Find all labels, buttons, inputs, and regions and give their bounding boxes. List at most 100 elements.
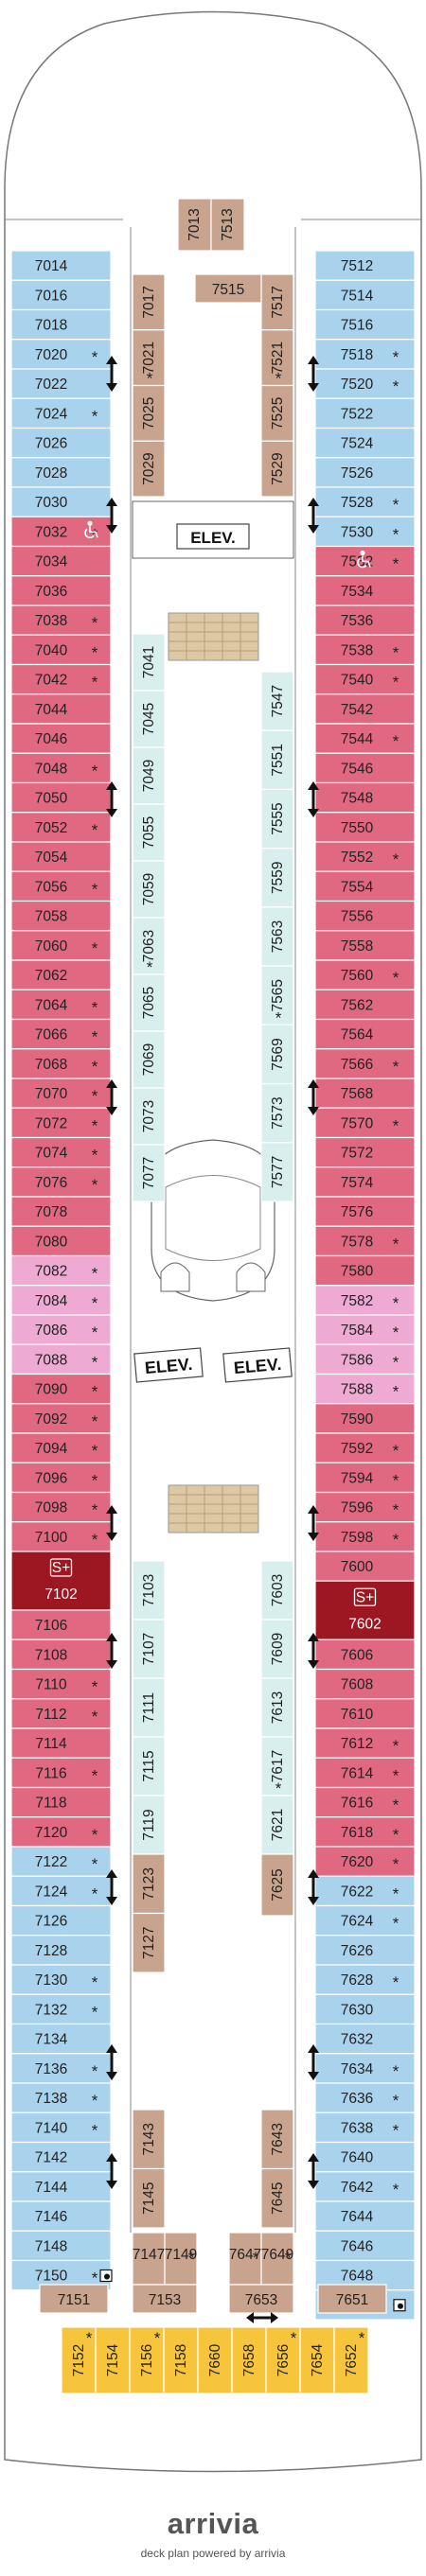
cabin-7573[interactable]: 7573 — [260, 1082, 294, 1144]
cabin-7126[interactable]: 7126 — [10, 1904, 112, 1936]
cabin-7055[interactable]: 7055 — [132, 803, 166, 862]
cabin-7112[interactable]: 7112* — [10, 1698, 112, 1729]
cabin-7020[interactable]: 7020* — [10, 339, 112, 370]
cabin-7520[interactable]: 7520* — [314, 368, 416, 399]
cabin-7613[interactable]: 7613 — [260, 1677, 294, 1738]
cabin-7559[interactable]: 7559 — [260, 848, 294, 908]
cabin-7028[interactable]: 7028 — [10, 457, 112, 488]
cabin-7111[interactable]: 7111 — [132, 1677, 166, 1738]
cabin-7576[interactable]: 7576 — [314, 1196, 416, 1227]
cabin-7029[interactable]: 7029 — [132, 440, 166, 498]
cabin-7036[interactable]: 7036 — [10, 575, 112, 606]
cabin-7088[interactable]: 7088* — [10, 1343, 112, 1376]
cabin-7148[interactable]: 7148 — [10, 2230, 112, 2262]
cabin-7608[interactable]: 7608 — [314, 1668, 416, 1700]
cabin-7640[interactable]: 7640 — [314, 2141, 416, 2173]
cabin-7103[interactable]: 7103 — [132, 1560, 166, 1621]
cabin-7578[interactable]: 7578* — [314, 1225, 416, 1257]
cabin-7158[interactable]: 7158 — [163, 2326, 199, 2394]
cabin-7134[interactable]: 7134 — [10, 2023, 112, 2055]
cabin-7656[interactable]: 7656* — [265, 2326, 301, 2394]
cabin-7602[interactable]: S+7602 — [314, 1580, 416, 1640]
cabin-7034[interactable]: 7034 — [10, 545, 112, 577]
cabin-7123[interactable]: 7123 — [132, 1853, 166, 1915]
cabin-7058[interactable]: 7058 — [10, 900, 112, 932]
cabin-7118[interactable]: 7118 — [10, 1786, 112, 1818]
cabin-7572[interactable]: 7572 — [314, 1136, 416, 1168]
cabin-7056[interactable]: 7056* — [10, 870, 112, 902]
cabin-7146[interactable]: 7146 — [10, 2200, 112, 2232]
cabin-7153[interactable]: 7153 — [132, 2284, 198, 2314]
cabin-7522[interactable]: 7522 — [314, 397, 416, 429]
cabin-7620[interactable]: 7620* — [314, 1846, 416, 1877]
cabin-7529[interactable]: 7529 — [260, 440, 294, 498]
cabin-7045[interactable]: 7045 — [132, 690, 166, 748]
cabin-7127[interactable]: 7127 — [132, 1912, 166, 1973]
cabin-7102[interactable]: S+7102 — [10, 1551, 112, 1611]
cabin-7094[interactable]: 7094* — [10, 1432, 112, 1463]
cabin-7022[interactable]: 7022 — [10, 368, 112, 399]
cabin-7076[interactable]: 7076* — [10, 1166, 112, 1198]
cabin-7143[interactable]: 7143 — [132, 2109, 166, 2170]
cabin-7018[interactable]: 7018 — [10, 308, 112, 341]
cabin-7138[interactable]: 7138* — [10, 2082, 112, 2113]
cabin-7147[interactable]: 7147 — [132, 2232, 166, 2286]
cabin-7586[interactable]: 7586* — [314, 1343, 416, 1376]
cabin-7517[interactable]: 7517 — [260, 273, 294, 331]
cabin-7577[interactable]: 7577 — [260, 1142, 294, 1202]
cabin-7536[interactable]: 7536 — [314, 605, 416, 636]
cabin-7518[interactable]: 7518* — [314, 339, 416, 370]
cabin-7077[interactable]: 7077 — [132, 1144, 166, 1202]
cabin-7140[interactable]: 7140* — [10, 2112, 112, 2144]
cabin-7073[interactable]: 7073 — [132, 1087, 166, 1146]
cabin-7142[interactable]: 7142 — [10, 2141, 112, 2173]
cabin-7060[interactable]: 7060* — [10, 930, 112, 961]
cabin-7132[interactable]: 7132* — [10, 1993, 112, 2025]
cabin-7658[interactable]: 7658 — [231, 2326, 267, 2394]
cabin-7630[interactable]: 7630 — [314, 1993, 416, 2025]
cabin-7609[interactable]: 7609 — [260, 1619, 294, 1679]
cabin-7622[interactable]: 7622* — [314, 1875, 416, 1907]
cabin-7074[interactable]: 7074* — [10, 1136, 112, 1168]
cabin-7072[interactable]: 7072* — [10, 1107, 112, 1139]
cabin-7078[interactable]: 7078 — [10, 1196, 112, 1227]
cabin-7049[interactable]: 7049 — [132, 746, 166, 805]
cabin-7017[interactable]: 7017 — [132, 273, 166, 331]
cabin-7584[interactable]: 7584* — [314, 1314, 416, 1345]
cabin-7516[interactable]: 7516 — [314, 308, 416, 341]
cabin-7064[interactable]: 7064* — [10, 989, 112, 1021]
cabin-7145[interactable]: 7145 — [132, 2167, 166, 2229]
cabin-7614[interactable]: 7614* — [314, 1757, 416, 1789]
cabin-7552[interactable]: 7552* — [314, 841, 416, 872]
cabin-7098[interactable]: 7098* — [10, 1491, 112, 1523]
cabin-7514[interactable]: 7514 — [314, 279, 416, 311]
cabin-7590[interactable]: 7590 — [314, 1403, 416, 1434]
cabin-7588[interactable]: 7588* — [314, 1373, 416, 1405]
cabin-7598[interactable]: 7598* — [314, 1521, 416, 1552]
cabin-7524[interactable]: 7524 — [314, 427, 416, 459]
cabin-7042[interactable]: 7042* — [10, 663, 112, 695]
cabin-7069[interactable]: 7069 — [132, 1030, 166, 1089]
cabin-7569[interactable]: 7569 — [260, 1024, 294, 1085]
cabin-7625[interactable]: 7625 — [260, 1853, 294, 1917]
cabin-7618[interactable]: 7618* — [314, 1816, 416, 1848]
cabin-7024[interactable]: 7024* — [10, 397, 112, 429]
cabin-7144[interactable]: 7144 — [10, 2171, 112, 2202]
cabin-7643[interactable]: 7643 — [260, 2109, 294, 2170]
cabin-7649[interactable]: 7649* — [260, 2232, 294, 2286]
cabin-7054[interactable]: 7054 — [10, 841, 112, 872]
cabin-7617[interactable]: 7617* — [260, 1736, 294, 1797]
cabin-7124[interactable]: 7124* — [10, 1875, 112, 1907]
cabin-7026[interactable]: 7026 — [10, 427, 112, 459]
cabin-7565[interactable]: 7565* — [260, 965, 294, 1026]
cabin-7556[interactable]: 7556 — [314, 900, 416, 932]
cabin-7603[interactable]: 7603 — [260, 1560, 294, 1621]
cabin-7120[interactable]: 7120* — [10, 1816, 112, 1848]
cabin-7530[interactable]: 7530* — [314, 516, 416, 548]
cabin-7644[interactable]: 7644 — [314, 2200, 416, 2232]
cabin-7041[interactable]: 7041 — [132, 633, 166, 692]
cabin-7052[interactable]: 7052* — [10, 812, 112, 843]
cabin-7660[interactable]: 7660 — [197, 2326, 233, 2394]
cabin-7016[interactable]: 7016 — [10, 279, 112, 311]
cabin-7062[interactable]: 7062 — [10, 959, 112, 990]
